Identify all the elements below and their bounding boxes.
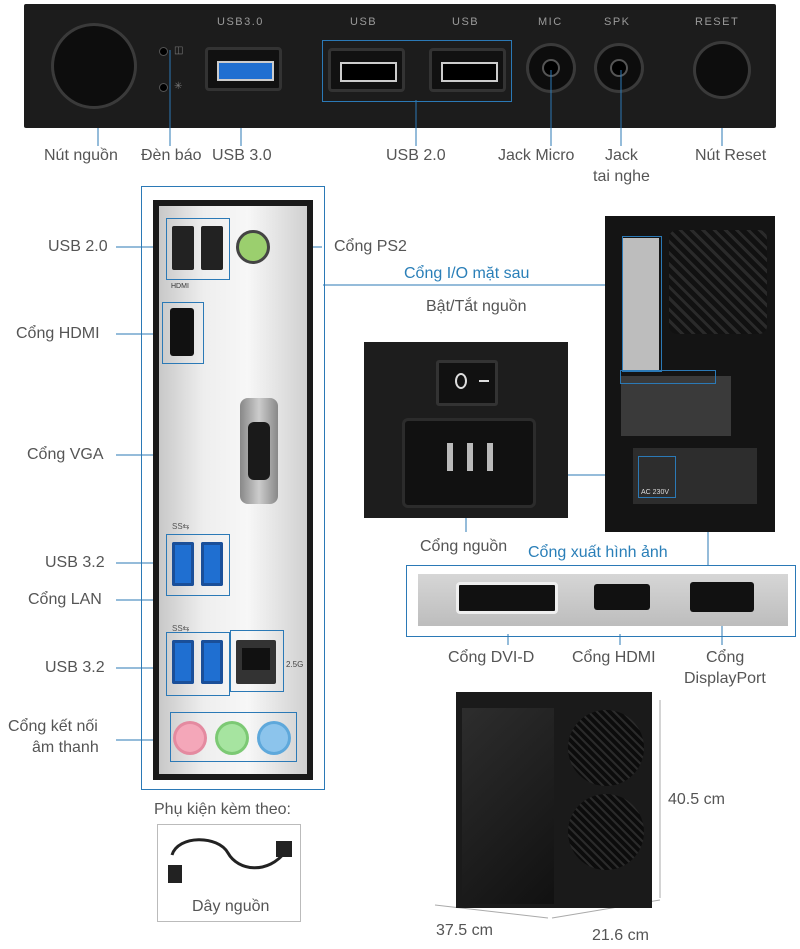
case-video-highlight — [620, 370, 716, 384]
case-psu — [633, 448, 757, 504]
label-width: 21.6 cm — [592, 927, 649, 944]
ss-print-2: SS⇆ — [172, 624, 190, 633]
label-indicator: Đèn báo — [141, 147, 202, 164]
label-mic: Jack Micro — [498, 147, 575, 164]
label-spk-2: tai nghe — [593, 168, 650, 185]
ss-print-1: SS⇆ — [172, 522, 190, 531]
rear-io-frame — [141, 186, 325, 790]
rear-usb32-group-b — [166, 632, 230, 696]
label-gpu-hdmi: Cổng HDMI — [572, 649, 656, 666]
sun-icon: ✳ — [174, 81, 183, 92]
front-fan-top — [568, 710, 644, 786]
front-usb20-port-2[interactable] — [429, 48, 506, 92]
rear-usb32-port-2[interactable] — [201, 542, 223, 586]
indicator-led-power — [160, 48, 167, 55]
label-accessories-title: Phụ kiện kèm theo: — [154, 801, 291, 818]
case-pcie-area — [621, 376, 731, 436]
label-dp-2: DisplayPort — [684, 670, 766, 687]
gpu-bracket — [418, 574, 788, 626]
label-accessory-item: Dây nguồn — [192, 898, 270, 915]
label-rear-usb20: USB 2.0 — [48, 238, 108, 255]
accessory-box: Dây nguồn — [157, 824, 301, 922]
hdd-icon: ◫ — [174, 45, 184, 56]
audio-jack-blue[interactable] — [260, 724, 288, 752]
case-io-shield — [623, 238, 659, 370]
indicator-led-hdd — [160, 84, 167, 91]
power-cable-icon — [168, 838, 292, 883]
label-rear-hdmi: Cổng HDMI — [16, 325, 100, 342]
label-height: 40.5 cm — [668, 791, 725, 808]
spk-jack[interactable] — [597, 46, 641, 90]
label-power-button: Nút nguồn — [44, 147, 118, 164]
label-dvi: Cổng DVI-D — [448, 649, 535, 666]
reset-button[interactable] — [696, 44, 748, 96]
label-video-title: Cổng xuất hình ảnh — [528, 544, 668, 561]
rear-hdmi-group — [162, 302, 204, 364]
label-usb32-a: USB 3.2 — [45, 554, 105, 571]
ps2-port[interactable] — [236, 230, 270, 264]
rear-audio-group — [170, 712, 297, 762]
rear-vga-port[interactable] — [240, 398, 278, 504]
gpu-dp-port[interactable] — [690, 582, 754, 612]
label-dp-1: Cổng — [706, 649, 745, 666]
rear-usb32-port-1[interactable] — [172, 542, 194, 586]
gpu-hdmi-port[interactable] — [594, 584, 650, 610]
rear-fan — [669, 230, 767, 334]
gpu-io-frame — [406, 565, 796, 637]
power-button[interactable] — [54, 26, 134, 106]
case-rear-view: AC 230V — [605, 216, 775, 532]
rear-usb32-port-4[interactable] — [201, 640, 223, 684]
power-switch[interactable] — [436, 360, 498, 406]
front-fan-bottom — [568, 794, 644, 870]
front-usb30-port[interactable] — [205, 47, 282, 91]
psu-print: AC 230V — [641, 489, 670, 496]
label-io-title: Cổng I/O mặt sau — [404, 265, 530, 282]
front-usb20-port-1[interactable] — [328, 48, 405, 92]
front-panel: ◫ ✳ USB3.0 USB USB MIC SPK RESET — [24, 4, 776, 128]
front-usb20-group — [322, 40, 512, 102]
rear-hdmi-port[interactable] — [170, 308, 194, 356]
label-spk-1: Jack — [605, 147, 638, 164]
label-usb20-front: USB 2.0 — [386, 147, 446, 164]
rear-usb20-group — [166, 218, 230, 280]
mic-print: MIC — [538, 16, 563, 28]
label-usb30: USB 3.0 — [212, 147, 272, 164]
rear-usb20-port-1[interactable] — [172, 226, 194, 270]
usb30-print: USB3.0 — [217, 16, 264, 28]
label-audio-1: Cổng kết nối — [8, 718, 98, 735]
rear-usb20-port-2[interactable] — [201, 226, 223, 270]
case-psu-highlight — [638, 456, 676, 498]
rear-lan-group — [230, 630, 284, 692]
power-inlet[interactable] — [402, 418, 536, 508]
gpu-dvi-port[interactable] — [456, 582, 558, 614]
spk-print: SPK — [604, 16, 631, 28]
audio-jack-pink[interactable] — [176, 724, 204, 752]
audio-jack-green[interactable] — [218, 724, 246, 752]
label-usb32-b: USB 3.2 — [45, 659, 105, 676]
lan-speed-print: 2.5G — [286, 660, 304, 669]
rear-usb32-port-3[interactable] — [172, 640, 194, 684]
power-closeup — [364, 342, 568, 518]
rear-usb32-group-a — [166, 534, 230, 596]
usb-print-2: USB — [452, 16, 480, 28]
hdmi-print: HDMI — [171, 283, 189, 290]
label-ps2: Cổng PS2 — [334, 238, 407, 255]
case-front-view — [456, 692, 652, 908]
label-power-switch: Bật/Tắt nguồn — [426, 298, 527, 315]
case-side-glass — [462, 708, 554, 904]
usb-print-1: USB — [350, 16, 378, 28]
label-lan: Cổng LAN — [28, 591, 102, 608]
label-power-port: Cổng nguồn — [420, 538, 508, 555]
case-io-highlight — [622, 236, 662, 372]
label-depth: 37.5 cm — [436, 922, 493, 939]
label-vga: Cổng VGA — [27, 446, 104, 463]
reset-print: RESET — [695, 16, 740, 28]
rear-lan-port[interactable] — [236, 640, 276, 684]
label-audio-2: âm thanh — [32, 739, 99, 756]
label-reset: Nút Reset — [695, 147, 767, 164]
